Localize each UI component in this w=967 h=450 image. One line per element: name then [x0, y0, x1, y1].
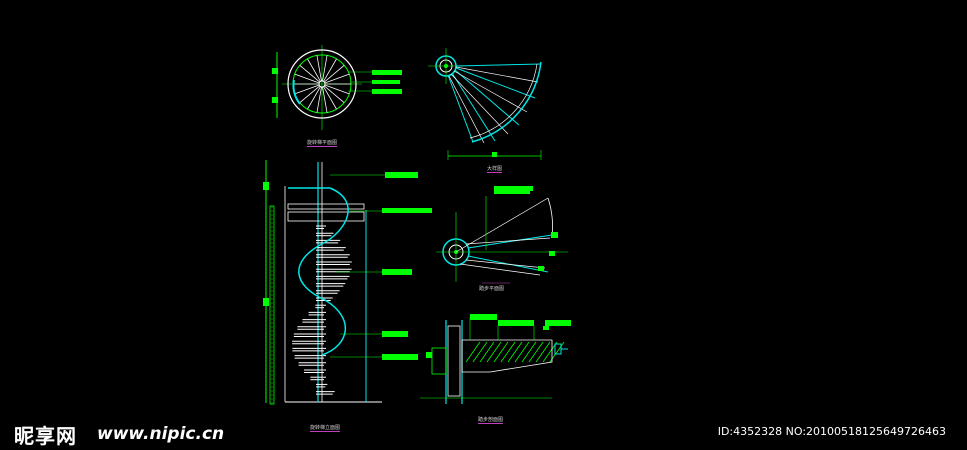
- watermark-image-id: ID:4352328 NO:20100518125649726463: [717, 425, 946, 438]
- label-stair-elevation: 旋转梯立面图: [310, 425, 341, 432]
- stair-elevation-view: [263, 160, 432, 405]
- label-fan-detail: 大样图: [487, 166, 503, 173]
- watermark-logo: 昵享网: [14, 424, 77, 448]
- step-section-view: [420, 314, 571, 404]
- step-plan-view: [436, 186, 568, 284]
- label-step-section: 踏步剖面图: [478, 417, 504, 424]
- watermark-site-url: www.nipic.cn: [97, 424, 225, 444]
- stair-plan-view: [272, 45, 402, 130]
- label-stair-plan: 旋转梯平面图: [307, 140, 338, 147]
- label-step-plan: 踏步平面图: [479, 286, 505, 292]
- stair-fan-detail: [428, 48, 542, 160]
